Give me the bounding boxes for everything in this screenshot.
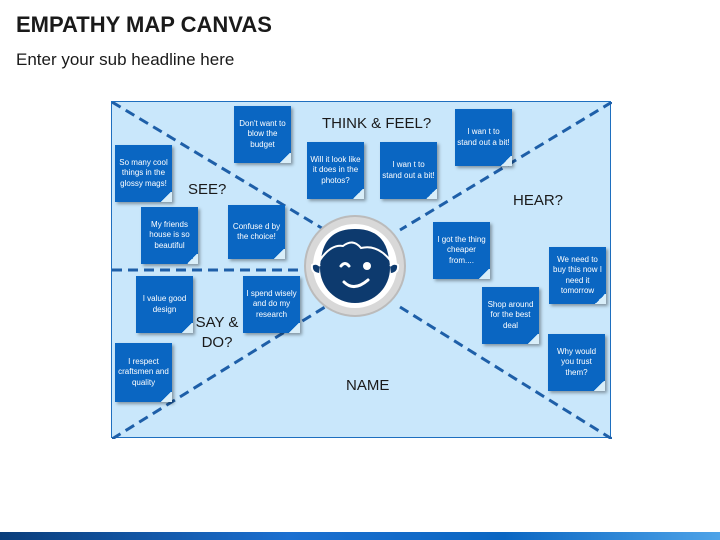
empathy-map-canvas: THINK & FEEL? SEE? HEAR? SAY & DO? NAME … [111, 101, 612, 439]
sticky-note: I wan t to stand out a bit! [455, 109, 512, 166]
sticky-note: Don't want to blow the budget [234, 106, 291, 163]
sticky-note: We need to buy this now I need it tomorr… [549, 247, 606, 304]
page-subtitle: Enter your sub headline here [16, 50, 235, 69]
divider-see-diagonal [112, 102, 326, 232]
page-title: EMPATHY MAP CANVAS [16, 12, 272, 37]
label-think-feel: THINK & FEEL? [322, 115, 432, 132]
persona-face-icon [304, 215, 406, 317]
sticky-note: Will it look like it does in the photos? [307, 142, 364, 199]
sticky-note: I respect craftsmen and quality [115, 343, 172, 402]
sticky-note: Shop around for the best deal [482, 287, 539, 344]
label-hear: HEAR? [513, 192, 564, 209]
sticky-note: I spend wisely and do my research [243, 276, 300, 333]
footer-bar [0, 532, 720, 540]
sticky-note: I got the thing cheaper from.... [433, 222, 490, 279]
label-see: SEE? [188, 181, 227, 198]
sticky-note: I value good design [136, 276, 193, 333]
sticky-note: My friends house is so beautiful [141, 207, 198, 264]
sticky-note: Confuse d by the choice! [228, 205, 285, 259]
label-name: NAME [346, 377, 390, 394]
sticky-note: I wan t to stand out a bit! [380, 142, 437, 199]
divider-name-diagonal [399, 305, 612, 439]
sticky-note: Why would you trust them? [548, 334, 605, 391]
label-say-do: SAY & DO? [195, 314, 239, 351]
sticky-note: So many cool things in the glossy mags! [115, 145, 172, 202]
divider-hear-diagonal [399, 102, 612, 232]
